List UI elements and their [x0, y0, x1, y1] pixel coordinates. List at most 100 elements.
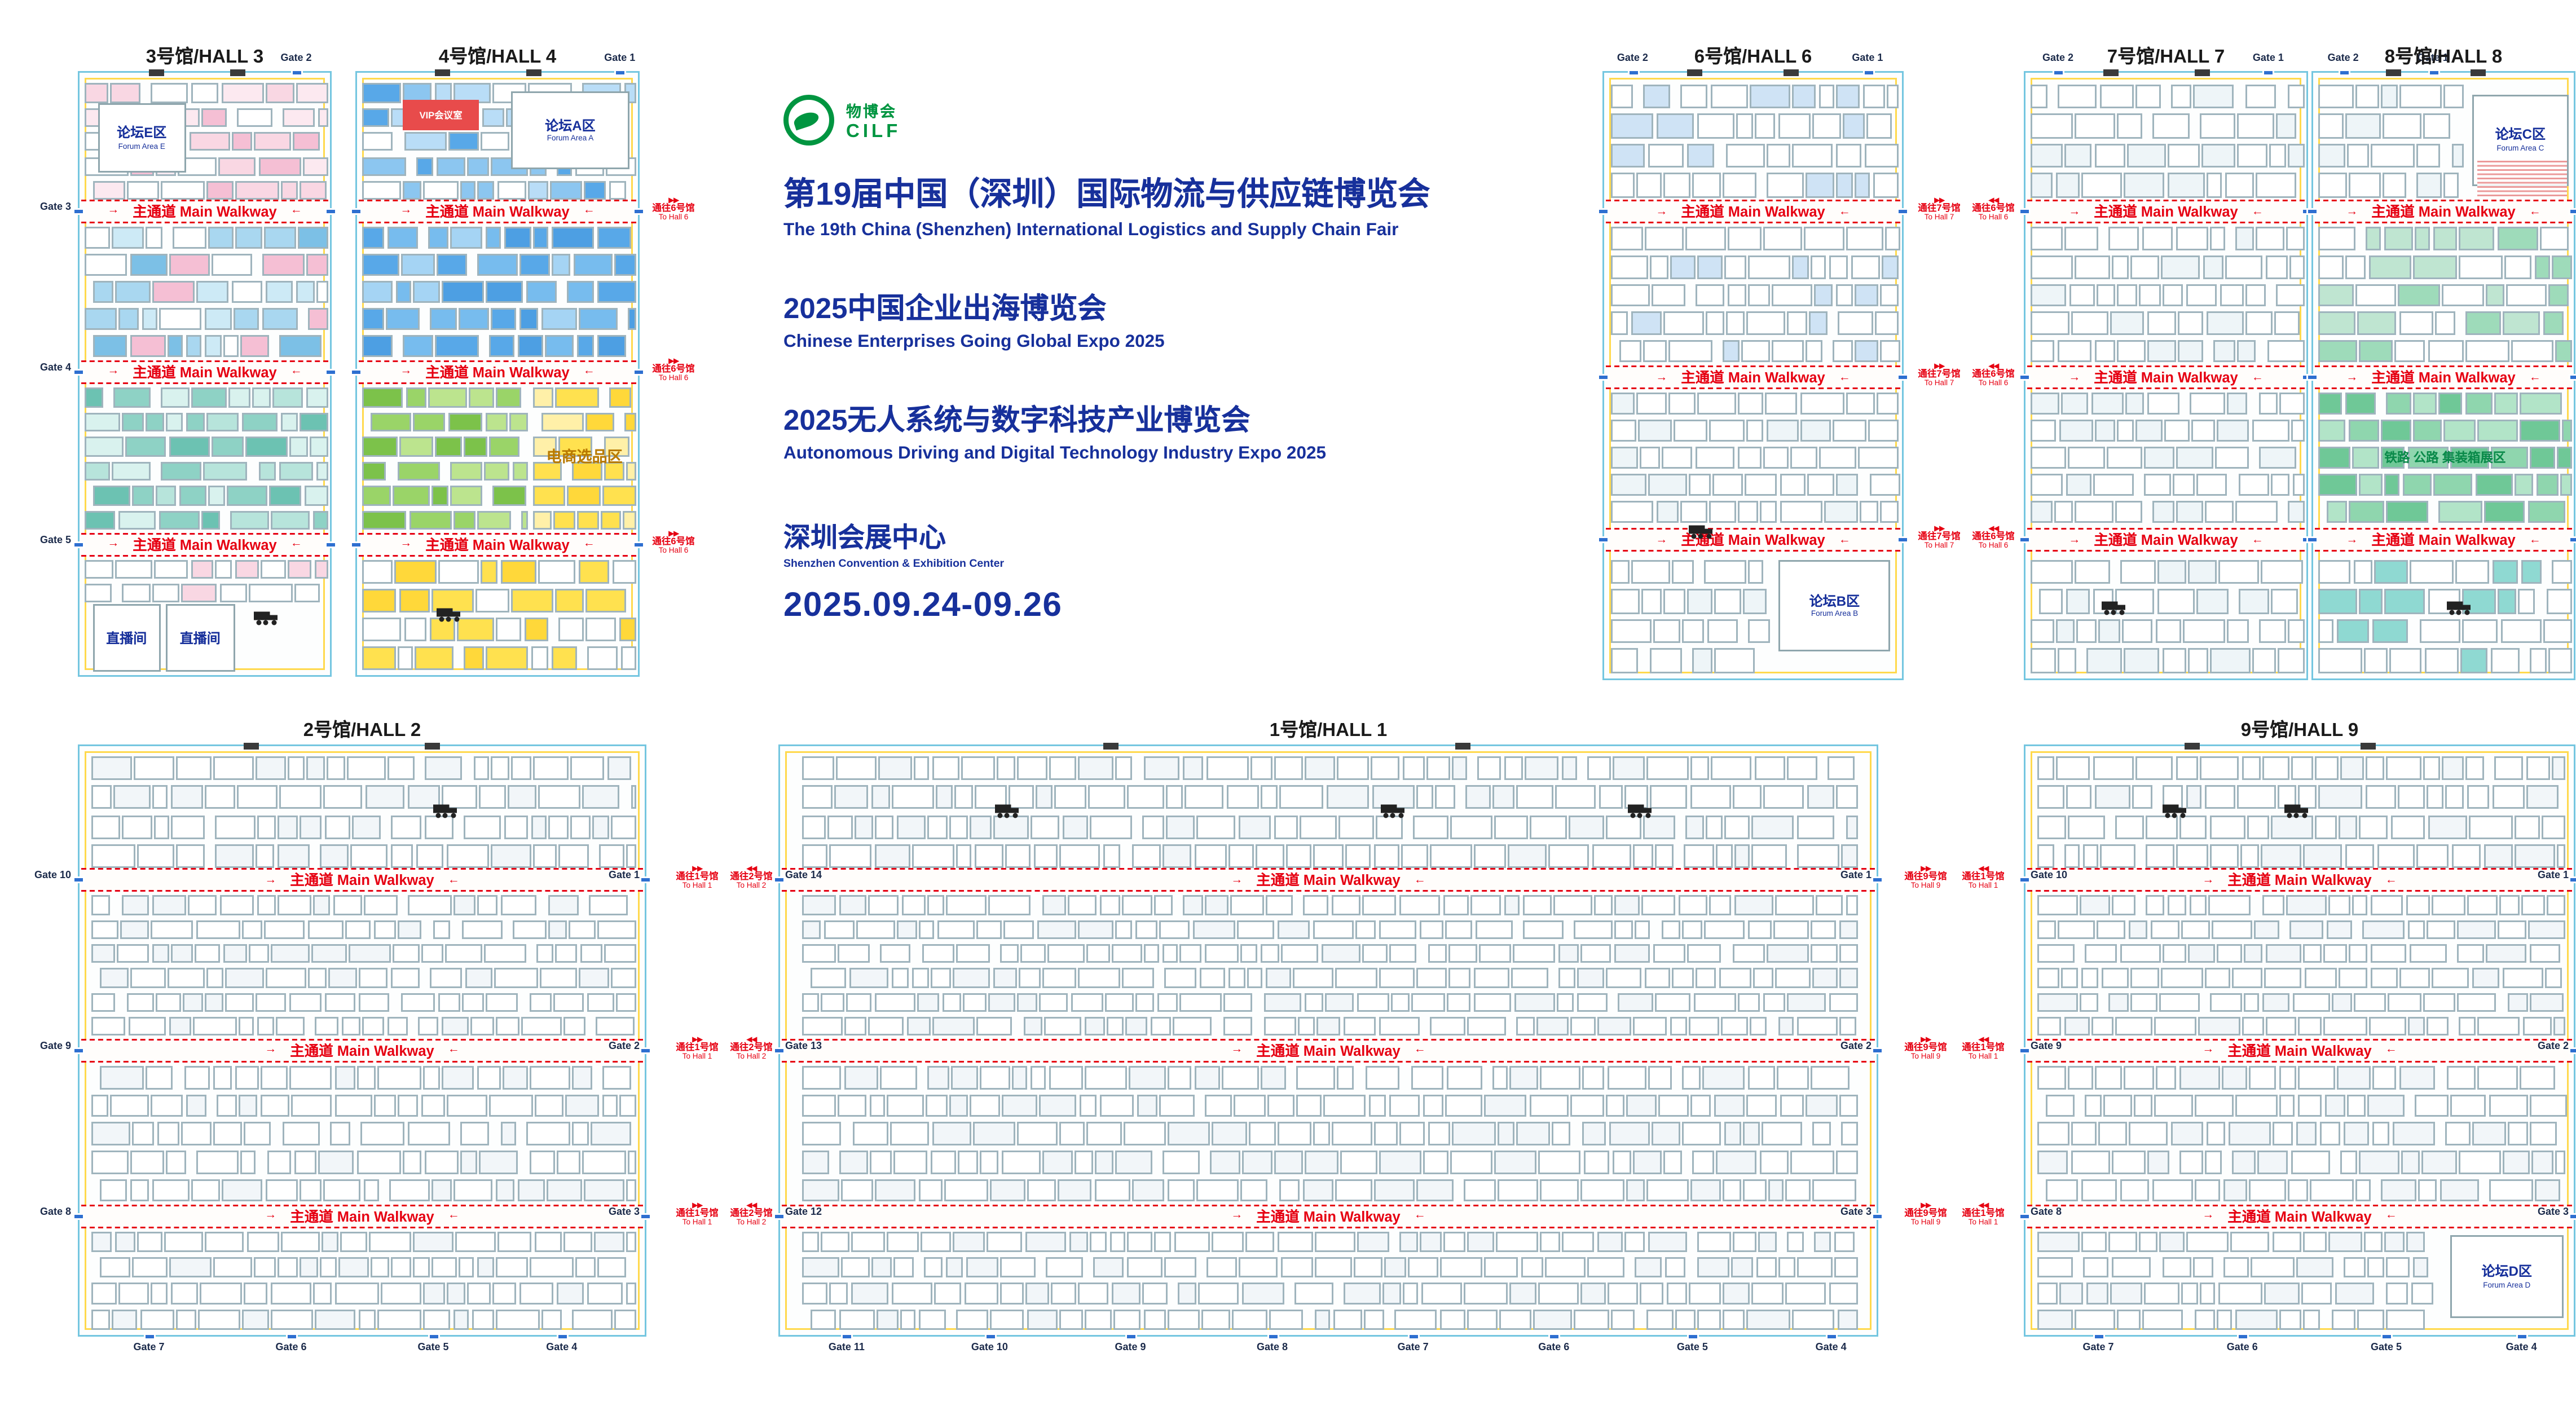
booth: [324, 993, 356, 1012]
booth: [2171, 83, 2191, 109]
booth: [1581, 1122, 1607, 1146]
hall-2: →主通道 Main Walkway←→主通道 Main Walkway←→主通道…: [73, 742, 651, 1339]
booth: [1018, 968, 1041, 988]
booth: [363, 308, 384, 330]
connector-text-cn: 通往6号馆: [1972, 532, 2015, 543]
connector-arrows-icon: ▶▶: [692, 1034, 703, 1043]
booth: [1624, 1232, 1646, 1253]
booth: [2246, 283, 2266, 306]
booth: [1017, 756, 1048, 781]
booth: [323, 786, 363, 810]
booth: [2262, 895, 2285, 915]
booth: [1643, 339, 1667, 362]
booth: [447, 412, 483, 432]
booth: [2083, 1257, 2110, 1279]
booth: [2234, 1308, 2278, 1330]
booth: [425, 756, 463, 781]
booth: [1775, 968, 1810, 988]
booth: [2235, 227, 2254, 250]
booth: [531, 814, 547, 839]
booth: [1305, 756, 1335, 781]
booth: [2036, 944, 2075, 964]
booth: [1811, 919, 1837, 939]
booth: [551, 646, 578, 670]
booth: [2507, 993, 2528, 1012]
booth: [2340, 756, 2364, 781]
door-icon: [526, 68, 542, 76]
booth: [2223, 1179, 2247, 1202]
booth: [2080, 993, 2099, 1012]
booth: [584, 1179, 624, 1202]
booth: [441, 281, 484, 303]
booth: [1239, 1257, 1278, 1279]
booth: [1649, 648, 1682, 673]
booth: [1631, 560, 1671, 585]
booth: [1483, 1257, 1519, 1279]
booth: [2110, 311, 2145, 334]
walkway-label: 主通道 Main Walkway: [133, 202, 277, 220]
booth: [850, 1283, 889, 1304]
booth: [1078, 919, 1114, 939]
booth: [1464, 1179, 1496, 1202]
booth: [397, 646, 413, 670]
booth: [421, 944, 443, 964]
booth: [588, 646, 619, 670]
booth: [85, 461, 110, 481]
booth: [2178, 1066, 2220, 1090]
connector-text-en: To Hall 1: [1968, 1218, 1998, 1227]
booth: [1655, 843, 1673, 868]
booth: [175, 843, 205, 868]
booth: [1869, 474, 1900, 497]
booth: [1772, 339, 1804, 362]
connector-text-cn: 通往6号馆: [652, 204, 695, 214]
connector-arrows-icon: ◀◀: [1988, 195, 1999, 204]
booth: [2111, 1257, 2152, 1279]
booth: [212, 437, 244, 457]
truck-icon: [1689, 518, 1716, 548]
booth: [255, 843, 275, 868]
booth: [1632, 1151, 1662, 1174]
booth: [2205, 311, 2244, 334]
booth: [2455, 560, 2490, 585]
booth: [1864, 143, 1900, 168]
booth: [1608, 1122, 1650, 1146]
booth: [2195, 1094, 2234, 1118]
booth: [582, 786, 620, 810]
booth: [1094, 1179, 1130, 1202]
door-icon: [325, 208, 337, 215]
booth: [230, 510, 269, 530]
booth: [1570, 1017, 1596, 1037]
booth: [328, 968, 356, 988]
connector-text-en: To Hall 7: [1924, 378, 1954, 387]
booth: [1011, 1066, 1028, 1090]
booth: [1634, 1257, 1663, 1279]
booth: [1115, 1151, 1152, 1174]
gate-door-icon: [1627, 68, 1640, 76]
booth: [1778, 1257, 1796, 1279]
main-walkway: →主通道 Main Walkway←: [2027, 200, 2305, 224]
booth: [2167, 895, 2187, 915]
booth: [206, 180, 234, 200]
booth: [2456, 993, 2497, 1012]
booth: [2324, 1017, 2367, 1037]
booth: [2183, 619, 2225, 644]
booth: [1060, 1122, 1085, 1146]
booth: [1710, 83, 1748, 109]
booth: [2225, 255, 2263, 279]
connector-text-en: To Hall 1: [1968, 881, 1998, 890]
booth: [1737, 447, 1762, 470]
booth: [1806, 339, 1822, 362]
booth: [1680, 83, 1708, 109]
booth: [517, 335, 544, 358]
booth: [1796, 1017, 1838, 1037]
booth: [570, 814, 591, 839]
booth: [2200, 756, 2240, 781]
booth: [85, 510, 116, 530]
gate-door-icon: [2569, 1213, 2576, 1220]
connector-arrows-icon: ◀◀: [1988, 523, 1999, 532]
booth: [906, 1017, 931, 1037]
booth: [228, 387, 250, 408]
booth: [2251, 1257, 2295, 1279]
booth: [1204, 895, 1228, 915]
booth: [548, 814, 569, 839]
